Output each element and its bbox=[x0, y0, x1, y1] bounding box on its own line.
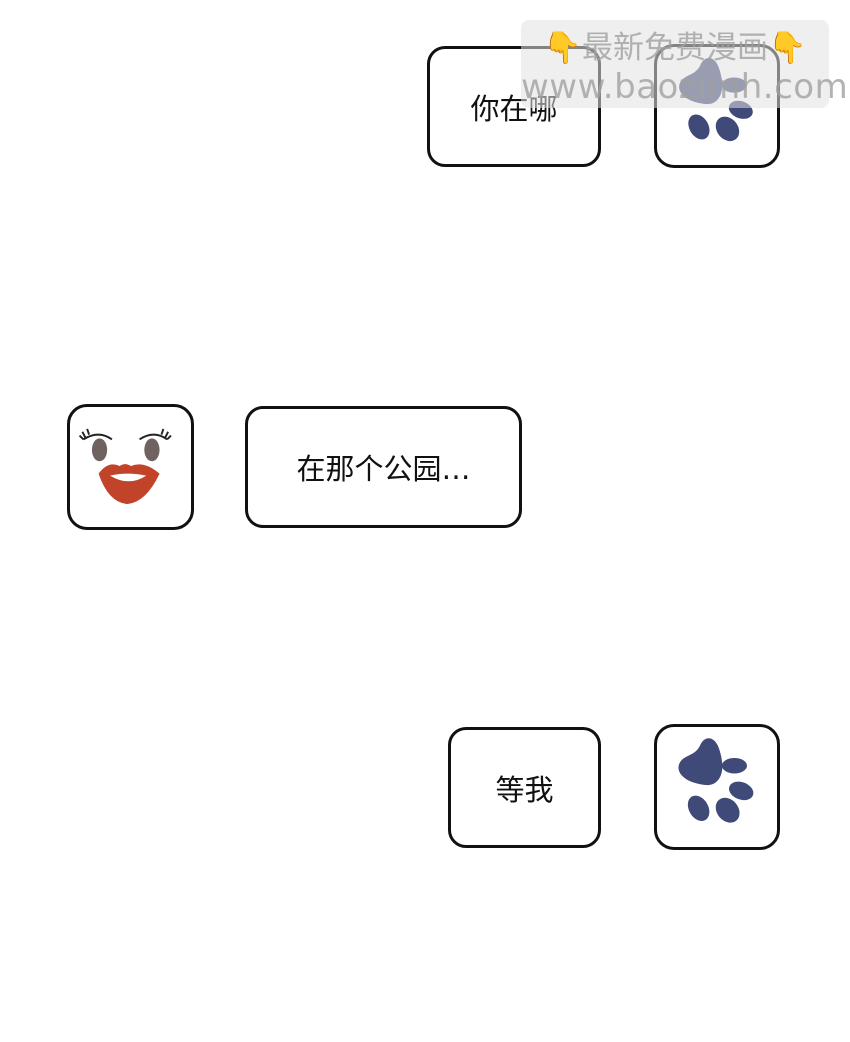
message-text: 在那个公园… bbox=[296, 452, 471, 486]
lips-face-icon bbox=[78, 428, 172, 505]
message-text: 等我 bbox=[495, 772, 554, 807]
paw-icon bbox=[678, 738, 754, 823]
watermark-line1: 最新免费漫画 bbox=[582, 30, 768, 66]
pointing-down-icon: 👇 bbox=[543, 30, 582, 66]
watermark: 👇最新免费漫画👇 www.baozimh.com bbox=[521, 20, 849, 108]
paw-avatar-2 bbox=[654, 724, 780, 850]
watermark-line2: www.baozimh.com bbox=[521, 67, 849, 107]
pointing-down-icon: 👇 bbox=[768, 30, 807, 66]
message-bubble-2: 在那个公园… bbox=[245, 406, 522, 528]
message-bubble-3: 等我 bbox=[448, 727, 601, 848]
face-avatar bbox=[67, 404, 194, 530]
